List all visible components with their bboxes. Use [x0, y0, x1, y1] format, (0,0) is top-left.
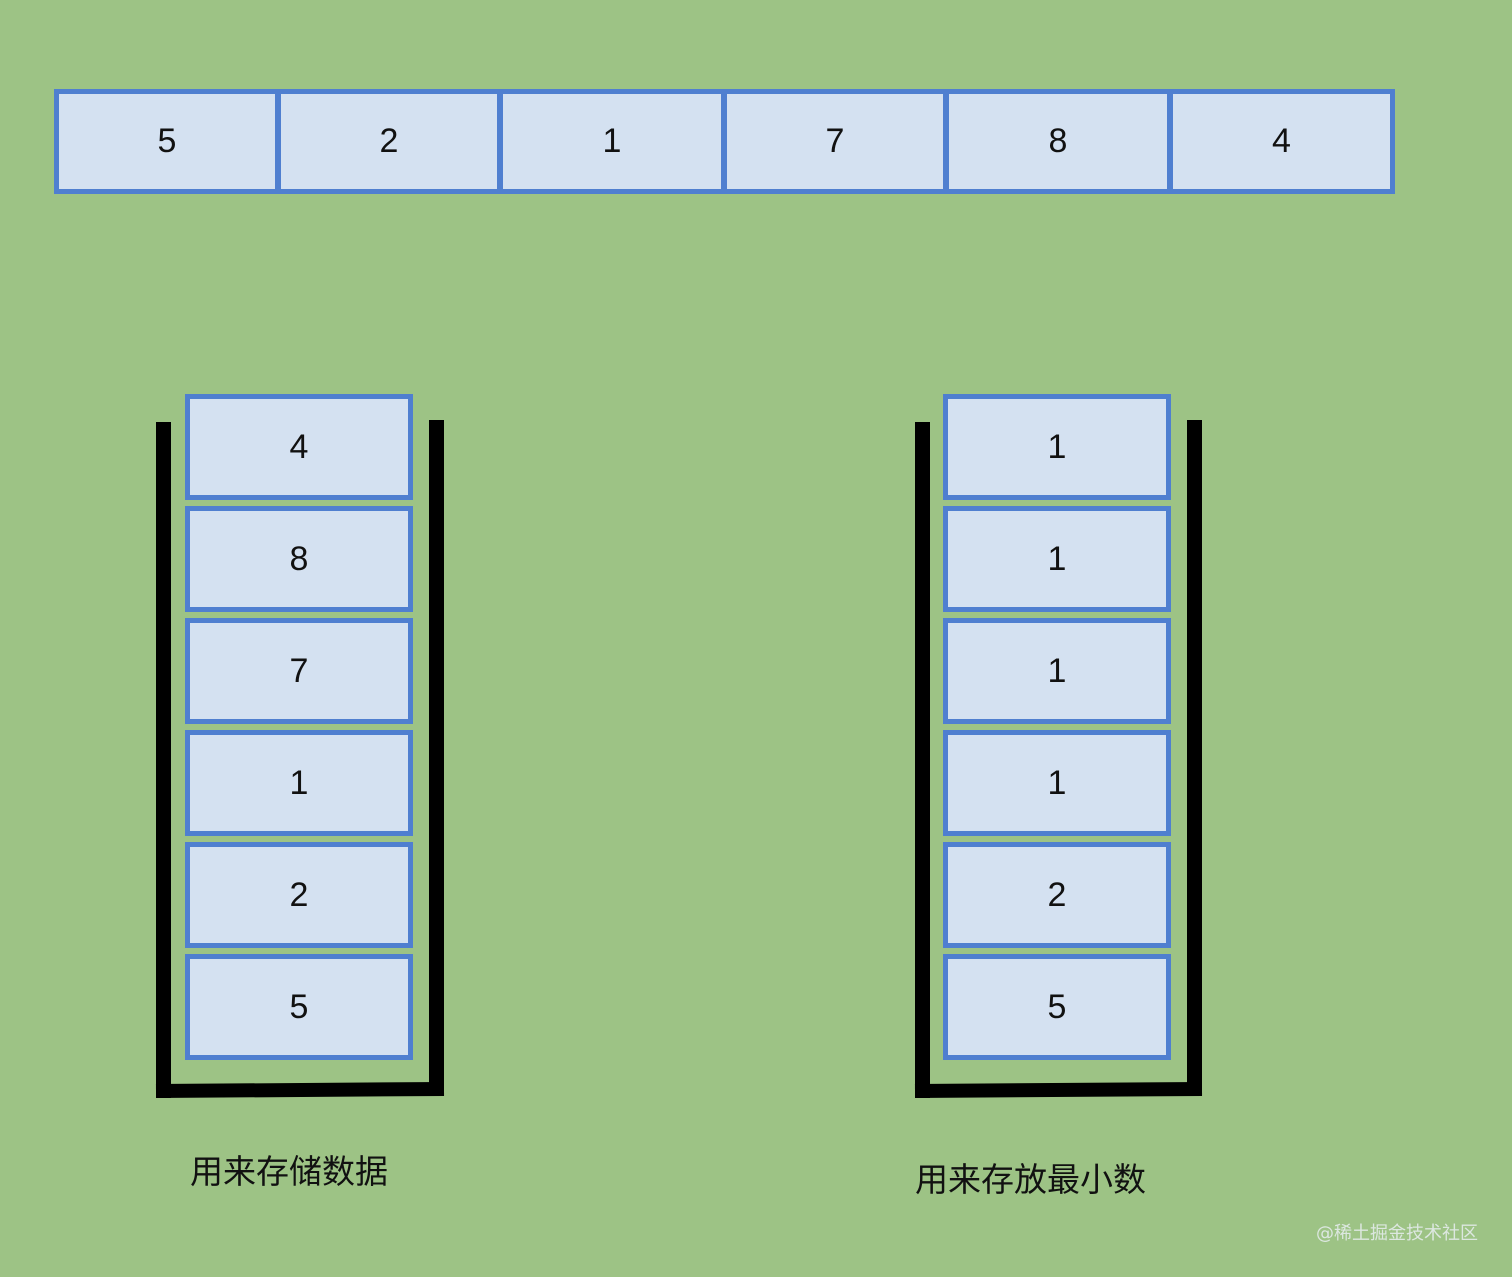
min-stack-cell: 5 — [943, 954, 1171, 1060]
data-stack-bottom — [155, 1081, 445, 1098]
data-stack-cell: 7 — [185, 618, 413, 724]
array-cell: 2 — [276, 89, 502, 194]
data-stack-caption: 用来存储数据 — [190, 1152, 388, 1191]
data-stack-right-wall — [429, 420, 444, 1096]
min-stack-right-wall — [1187, 420, 1202, 1096]
min-stack-caption: 用来存放最小数 — [915, 1160, 1146, 1199]
array-cell: 8 — [944, 89, 1172, 194]
data-stack-cell: 1 — [185, 730, 413, 836]
data-stack-cell: 2 — [185, 842, 413, 948]
min-stack-cell: 1 — [943, 394, 1171, 500]
array-cell: 4 — [1168, 89, 1395, 194]
watermark: @稀土掘金技术社区 — [1316, 1223, 1478, 1244]
min-stack-left-wall — [915, 422, 930, 1098]
data-stack-cell: 8 — [185, 506, 413, 612]
data-stack-left-wall — [156, 422, 171, 1098]
array-cell: 7 — [722, 89, 948, 194]
min-stack-cell: 1 — [943, 618, 1171, 724]
array-cell: 5 — [54, 89, 280, 194]
min-stack-cell: 1 — [943, 506, 1171, 612]
min-stack-cell: 2 — [943, 842, 1171, 948]
array-cell: 1 — [498, 89, 726, 194]
data-stack-cell: 4 — [185, 394, 413, 500]
data-stack-cell: 5 — [185, 954, 413, 1060]
min-stack-bottom — [914, 1081, 1203, 1098]
min-stack-cell: 1 — [943, 730, 1171, 836]
